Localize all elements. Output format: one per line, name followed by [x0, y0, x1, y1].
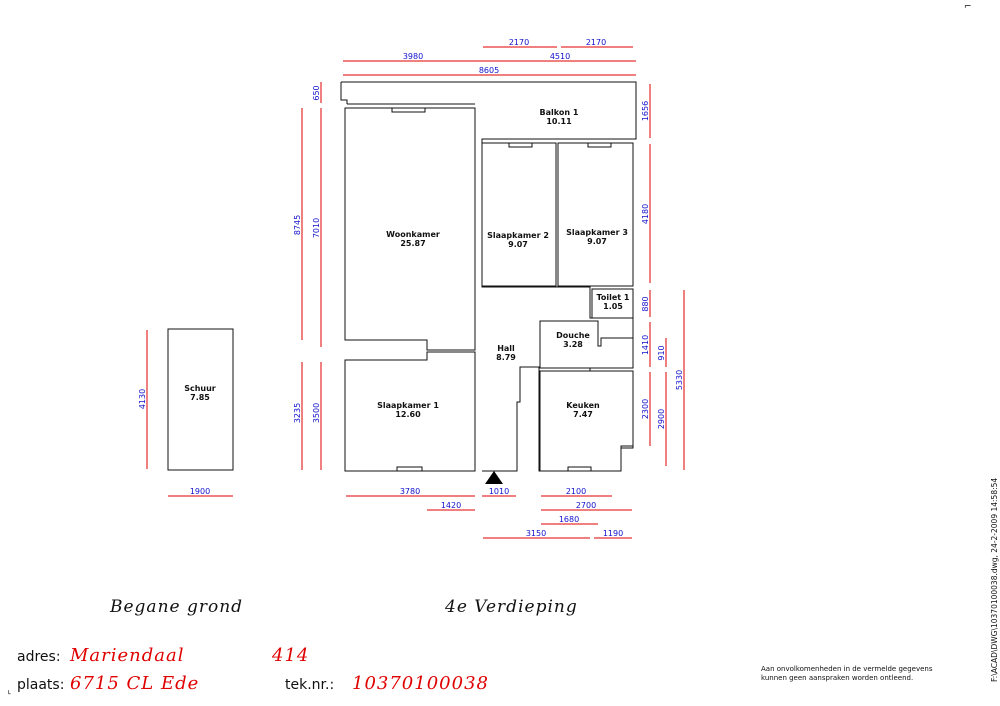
window-woonkamer: [391, 107, 426, 113]
dim-text: 1656: [641, 101, 650, 121]
slaapkamer2-outline: [481, 142, 557, 287]
room-woonkamer-name: Woonkamer: [386, 230, 440, 239]
dim-text: 3780: [400, 487, 420, 496]
dim-text: 1900: [190, 487, 210, 496]
slaapkamer1-outline: [344, 351, 476, 472]
room-toilet-area: 1.05: [603, 302, 623, 311]
dim-text: 8745: [293, 215, 302, 235]
dim-text: 7010: [312, 218, 321, 238]
dim-text: 1410: [641, 335, 650, 355]
dim-text: 910: [657, 345, 666, 360]
keuken-outline: [539, 370, 634, 472]
corner-mark-bottom: ˪: [8, 687, 11, 697]
room-balkon-area: 10.11: [546, 117, 572, 126]
room-douche-name: Douche: [556, 331, 590, 340]
room-hall-area: 8.79: [496, 353, 516, 362]
room-woonkamer-area: 25.87: [400, 239, 425, 248]
douche-outline: [539, 320, 634, 369]
dim-text: 3235: [293, 403, 302, 423]
room-slaapkamer3-area: 9.07: [587, 237, 607, 246]
dim-text: 4130: [138, 389, 147, 409]
room-balkon-name: Balkon 1: [540, 108, 579, 117]
dim-text: 4510: [550, 52, 570, 61]
dim-text: 2100: [566, 487, 586, 496]
room-slaapkamer3-name: Slaapkamer 3: [566, 228, 628, 237]
room-slaapkamer1-area: 12.60: [395, 410, 421, 419]
dim-text: 1190: [603, 529, 623, 538]
entrance-arrow-icon: [485, 471, 503, 484]
floor-title-ground: Begane grond: [110, 597, 244, 617]
file-path: F:\ACAD\DWG\10370100038.dwg, 24-2-2009 1…: [990, 477, 999, 682]
toilet-outline: [591, 288, 634, 319]
room-slaapkamer1-name: Slaapkamer 1: [377, 401, 439, 410]
dim-text: 3500: [312, 403, 321, 423]
room-slaapkamer2-name: Slaapkamer 2: [487, 231, 549, 240]
window-slaapkamer2: [508, 142, 533, 148]
dim-text: 1420: [441, 501, 461, 510]
adres-number: 414: [272, 645, 310, 666]
dim-text: 5330: [675, 370, 684, 390]
room-douche-area: 3.28: [563, 340, 583, 349]
dim-text: 8605: [479, 66, 499, 75]
tek-label: tek.nr.:: [285, 677, 335, 693]
room-hall-name: Hall: [497, 344, 515, 353]
disclaimer-line-1: Aan onvolkomenheden in de vermelde gegev…: [761, 665, 933, 673]
dim-text: 1010: [489, 487, 509, 496]
balcony-notch: [340, 82, 348, 104]
floor-title-upper: 4e Verdieping: [445, 597, 578, 617]
dim-text: 3980: [403, 52, 423, 61]
slaapkamer3-outline: [557, 142, 634, 287]
dim-text: 3150: [526, 529, 546, 538]
dim-text: 2170: [586, 38, 606, 47]
dim-text: 650: [312, 85, 321, 100]
window-slaapkamer3: [587, 142, 612, 148]
dim-text: 2900: [657, 409, 666, 429]
room-toilet-name: Toilet 1: [597, 293, 630, 302]
room-schuur-area: 7.85: [190, 393, 210, 402]
dim-text: 4180: [641, 204, 650, 224]
room-keuken-area: 7.47: [573, 410, 593, 419]
dim-text: 1680: [559, 515, 579, 524]
dim-text: 880: [641, 296, 650, 311]
room-schuur-name: Schuur: [184, 384, 216, 393]
tek-number: 10370100038: [352, 673, 489, 694]
dim-text: 2700: [576, 501, 596, 510]
plaats-city: 6715 CL Ede: [70, 673, 200, 694]
woonkamer-outline: [344, 107, 476, 351]
adres-label: adres:: [17, 649, 61, 665]
room-keuken-name: Keuken: [566, 401, 600, 410]
window-slaapkamer1: [396, 466, 423, 472]
window-keuken: [567, 466, 592, 472]
disclaimer: Aan onvolkomenheden in de vermelde gegev…: [761, 665, 933, 683]
room-slaapkamer2-area: 9.07: [508, 240, 528, 249]
disclaimer-line-2: kunnen geen aanspraken worden ontleend.: [761, 674, 914, 682]
schuur-outline: [167, 328, 234, 471]
adres-street: Mariendaal: [70, 645, 185, 666]
plaats-label: plaats:: [17, 677, 65, 693]
dim-text: 2170: [509, 38, 529, 47]
corner-mark-top: ⌐: [964, 2, 972, 12]
dim-text: 2300: [641, 399, 650, 419]
